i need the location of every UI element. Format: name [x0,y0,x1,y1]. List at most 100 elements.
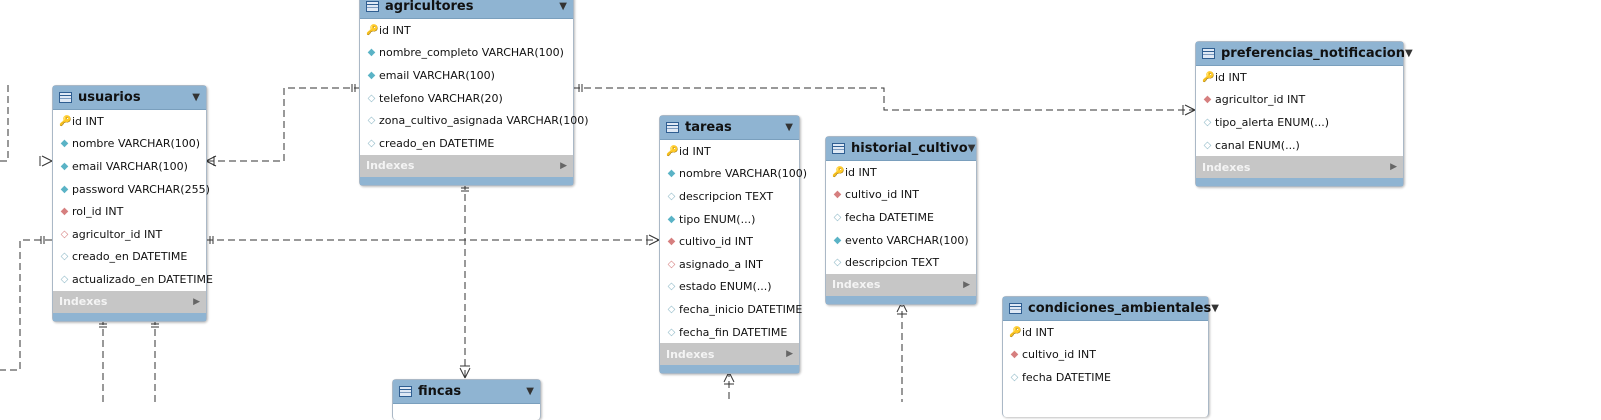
column-row[interactable]: ◆rol_id INT [53,200,206,223]
relationship-usuarios-agricultores [206,87,361,162]
expand-arrow-icon[interactable]: ▶ [786,349,793,360]
column-row[interactable]: 🔑id INT [360,19,573,42]
collapse-arrow-icon[interactable]: ▼ [1404,48,1413,59]
expand-arrow-icon[interactable]: ▶ [963,279,970,290]
table-header[interactable]: historial_cultivo ▼ [826,137,976,161]
expand-arrow-icon[interactable]: ▶ [1390,162,1397,173]
nullable-column-icon: ◇ [1203,116,1212,128]
column-row[interactable]: ◆nombre_completo VARCHAR(100) [360,42,573,65]
nullable-column-icon: ◇ [367,137,376,149]
table-name: agricultores [385,0,474,14]
indexes-section[interactable]: Indexes▶ [826,273,976,296]
column-row[interactable]: ◇canal ENUM(...) [1196,134,1403,157]
table-icon [1009,303,1022,314]
collapse-arrow-icon[interactable]: ▼ [526,386,534,397]
table-preferencias-notificacion[interactable]: preferencias_notificacion ▼ 🔑id INT ◆agr… [1195,41,1413,188]
indexes-section[interactable]: Indexes ▶ [1196,156,1403,179]
not-null-column-icon: ◆ [667,213,676,225]
column-row[interactable]: ◆tipo ENUM(...) [660,208,799,231]
table-fincas[interactable]: fincas ▼ [392,379,541,420]
table-header[interactable]: agricultores ▼ [360,0,573,19]
column-row[interactable]: ◆password VARCHAR(255) [53,178,210,201]
table-agricultores[interactable]: agricultores ▼ 🔑id INT ◆nombre_completo … [359,0,589,186]
cardinality-many-marker [646,234,660,246]
indexes-section[interactable]: Indexes▶ [660,343,799,366]
column-row[interactable]: ◇descripcion TEXT [660,185,799,208]
column-row[interactable]: ◇fecha DATETIME [826,206,976,229]
column-label: nombre VARCHAR(100) [679,167,808,181]
column-row[interactable]: ◇fecha_fin DATETIME [660,321,799,344]
cardinality-one-marker [578,84,583,92]
collapse-arrow-icon[interactable]: ▼ [967,143,976,154]
table-icon [59,92,72,103]
table-header[interactable]: condiciones_ambientales ▼ [1003,297,1219,321]
column-label: id INT [379,23,411,37]
column-row[interactable]: 🔑id INT [826,161,976,184]
column-row[interactable]: ◇agricultor_id INT [53,223,206,246]
indexes-section[interactable]: Indexes▶ [360,154,573,177]
column-label: nombre VARCHAR(100) [72,137,201,151]
table-usuarios[interactable]: usuarios ▼ 🔑id INT ◆nombre VARCHAR(100) … [52,85,213,322]
column-list: 🔑id INT ◆cultivo_id INT ◇fecha DATETIME … [826,161,976,274]
not-null-column-icon: ◆ [60,160,69,172]
nullable-column-icon: ◇ [833,211,842,223]
table-header[interactable]: usuarios ▼ [53,86,206,110]
column-row[interactable]: ◆email VARCHAR(100) [53,155,206,178]
table-historial-cultivo[interactable]: historial_cultivo ▼ 🔑id INT ◆cultivo_id … [825,136,977,305]
column-label: canal ENUM(...) [1215,138,1300,152]
column-row[interactable]: ◇telefono VARCHAR(20) [360,87,573,110]
collapse-arrow-icon[interactable]: ▼ [559,1,567,12]
column-row[interactable]: ◆cultivo_id INT [826,184,976,207]
column-row[interactable]: ◇tipo_alerta ENUM(...) [1196,111,1403,134]
column-row[interactable]: ◆email VARCHAR(100) [360,64,573,87]
column-label: asignado_a INT [679,257,763,271]
column-row[interactable]: 🔑id INT [53,110,206,133]
column-label: cultivo_id INT [1022,348,1096,362]
collapse-arrow-icon[interactable]: ▼ [785,122,793,133]
primary-key-icon: 🔑 [366,24,379,36]
foreign-key-icon: ◆ [833,189,842,201]
column-row[interactable]: ◇fecha DATETIME [1003,366,1208,389]
column-row[interactable]: ◆agricultor_id INT [1196,89,1403,112]
column-label: id INT [679,144,711,158]
column-row[interactable]: ◇asignado_a INT [660,253,799,276]
table-header[interactable]: tareas ▼ [660,116,799,140]
expand-arrow-icon[interactable]: ▶ [193,296,200,307]
not-null-column-icon: ◆ [367,47,376,59]
expand-arrow-icon[interactable]: ▶ [560,160,567,171]
column-row[interactable]: ◇creado_en DATETIME [53,246,206,269]
column-row[interactable]: 🔑id INT [1196,66,1403,89]
column-row[interactable]: ◆cultivo_id INT [1003,344,1208,367]
column-row[interactable]: ◇zona_cultivo_asignada VARCHAR(100) [360,109,589,132]
column-row[interactable]: ◇creado_en DATETIME [360,132,573,155]
table-condiciones-ambientales[interactable]: condiciones_ambientales ▼ 🔑id INT ◆culti… [1002,296,1219,417]
nullable-column-icon: ◇ [1010,371,1019,383]
nullable-column-icon: ◇ [60,273,69,285]
column-row[interactable]: ◆nombre VARCHAR(100) [660,163,807,186]
column-row[interactable]: ◆nombre VARCHAR(100) [53,133,206,156]
column-row[interactable]: ◆cultivo_id INT [660,230,799,253]
not-null-column-icon: ◆ [60,138,69,150]
collapse-arrow-icon[interactable]: ▼ [1211,303,1219,314]
foreign-key-icon: ◆ [60,206,69,218]
table-header[interactable]: fincas ▼ [393,380,540,404]
indexes-label: Indexes [1202,160,1251,174]
column-label: descripcion TEXT [679,189,774,203]
column-row[interactable]: ◇descripcion TEXT [826,251,976,274]
table-header[interactable]: preferencias_notificacion ▼ [1196,42,1413,66]
table-footer [826,295,976,304]
column-row[interactable]: ◆evento VARCHAR(100) [826,229,976,252]
table-tareas[interactable]: tareas ▼ 🔑id INT ◆nombre VARCHAR(100) ◇d… [659,115,807,375]
column-row[interactable]: ◇estado ENUM(...) [660,276,799,299]
primary-key-icon: 🔑 [1009,326,1022,338]
column-row[interactable]: 🔑id INT [1003,321,1208,344]
column-row[interactable]: ◇actualizado_en DATETIME [53,268,213,291]
indexes-section[interactable]: Indexes▶ [53,290,206,313]
table-icon [399,386,412,397]
column-list: 🔑id INT ◆cultivo_id INT ◇fecha DATETIME [1003,321,1208,389]
column-row[interactable]: 🔑id INT [660,140,799,163]
column-label: telefono VARCHAR(20) [379,91,503,105]
column-row[interactable]: ◇fecha_inicio DATETIME [660,298,803,321]
relationship-agricultores-preferencias [573,87,1195,111]
collapse-arrow-icon[interactable]: ▼ [192,92,200,103]
